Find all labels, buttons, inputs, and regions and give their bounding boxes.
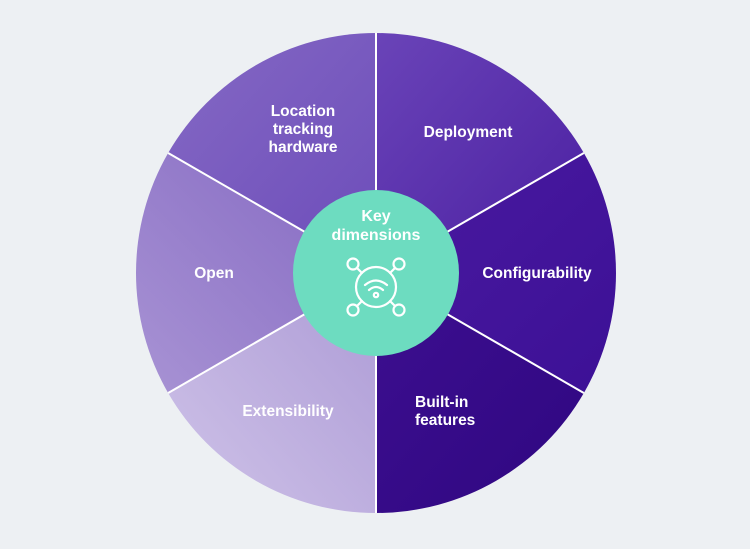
segment-configurability xyxy=(376,153,616,393)
center-title-line-2: dimensions xyxy=(331,227,421,244)
segment-label-location-tracking-hardware: Location tracking hardware xyxy=(268,103,338,156)
segment-label-extensibility: Extensibility xyxy=(242,403,334,420)
segment-label-built-in-features: Built-in features xyxy=(415,394,476,429)
center-title-line-1: Key xyxy=(361,208,391,225)
segment-label-configurability: Configurability xyxy=(482,265,592,282)
center-title: Key dimensions xyxy=(306,207,446,245)
segment-open xyxy=(135,153,376,393)
segment-label-open: Open xyxy=(194,265,234,282)
segment-label-deployment: Deployment xyxy=(423,124,513,141)
center-hub-circle xyxy=(293,190,459,356)
network-hub-wifi-icon xyxy=(346,257,406,317)
